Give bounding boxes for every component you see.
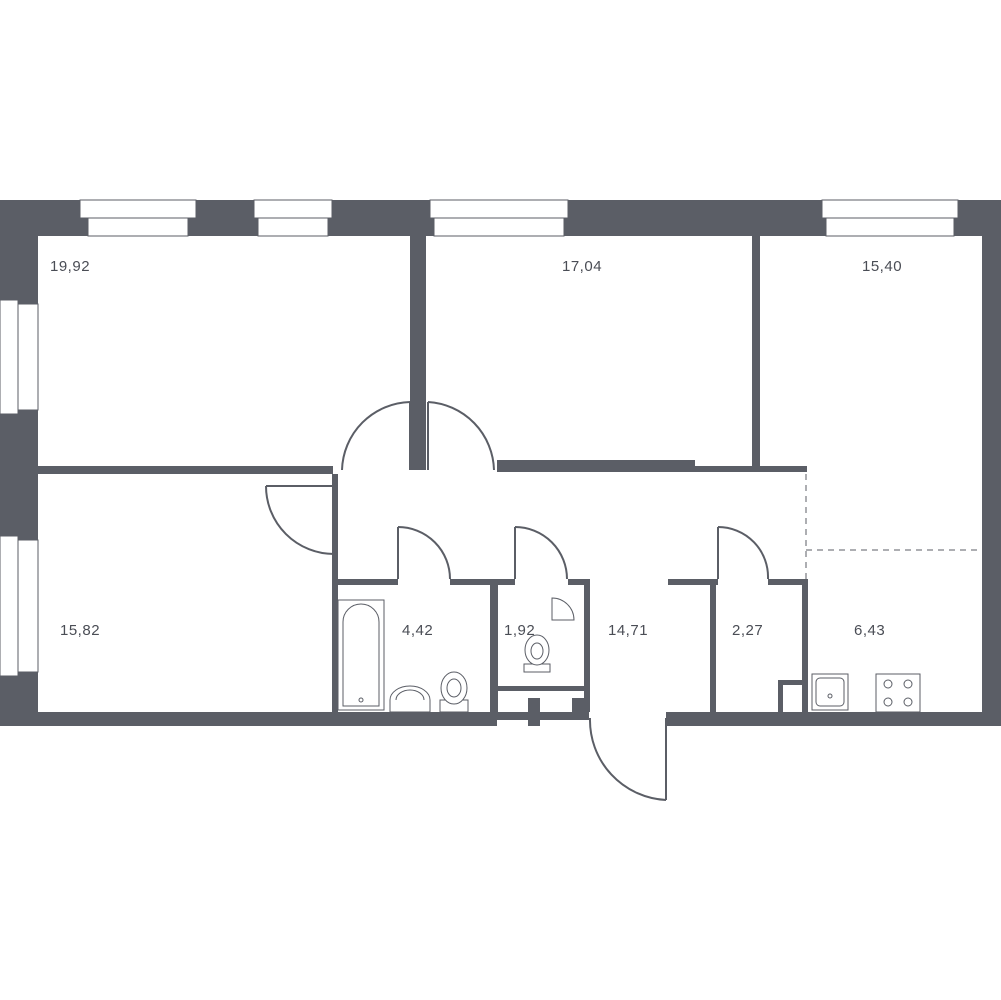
doors bbox=[265, 401, 770, 801]
bathroom-fixtures bbox=[337, 599, 469, 713]
toilet-fixtures bbox=[523, 597, 575, 673]
room-area-kitchen: 6,43 bbox=[854, 622, 886, 639]
windows bbox=[0, 199, 959, 677]
room-area-bathroom: 4,42 bbox=[402, 622, 434, 639]
kitchen-fixtures bbox=[811, 673, 921, 713]
room-area-bedroom-top-right: 15,40 bbox=[862, 258, 903, 275]
room-area-hallway: 14,71 bbox=[608, 622, 649, 639]
room-area-storage: 2,27 bbox=[732, 622, 764, 639]
room-area-bedroom-top-middle: 17,04 bbox=[562, 258, 603, 275]
room-area-bedroom-top-left: 19,92 bbox=[50, 258, 91, 275]
interior-walls bbox=[38, 236, 808, 712]
room-area-toilet: 1,92 bbox=[504, 622, 536, 639]
kitchen-divider bbox=[805, 474, 982, 579]
room-area-bedroom-bottom-left: 15,82 bbox=[60, 622, 101, 639]
